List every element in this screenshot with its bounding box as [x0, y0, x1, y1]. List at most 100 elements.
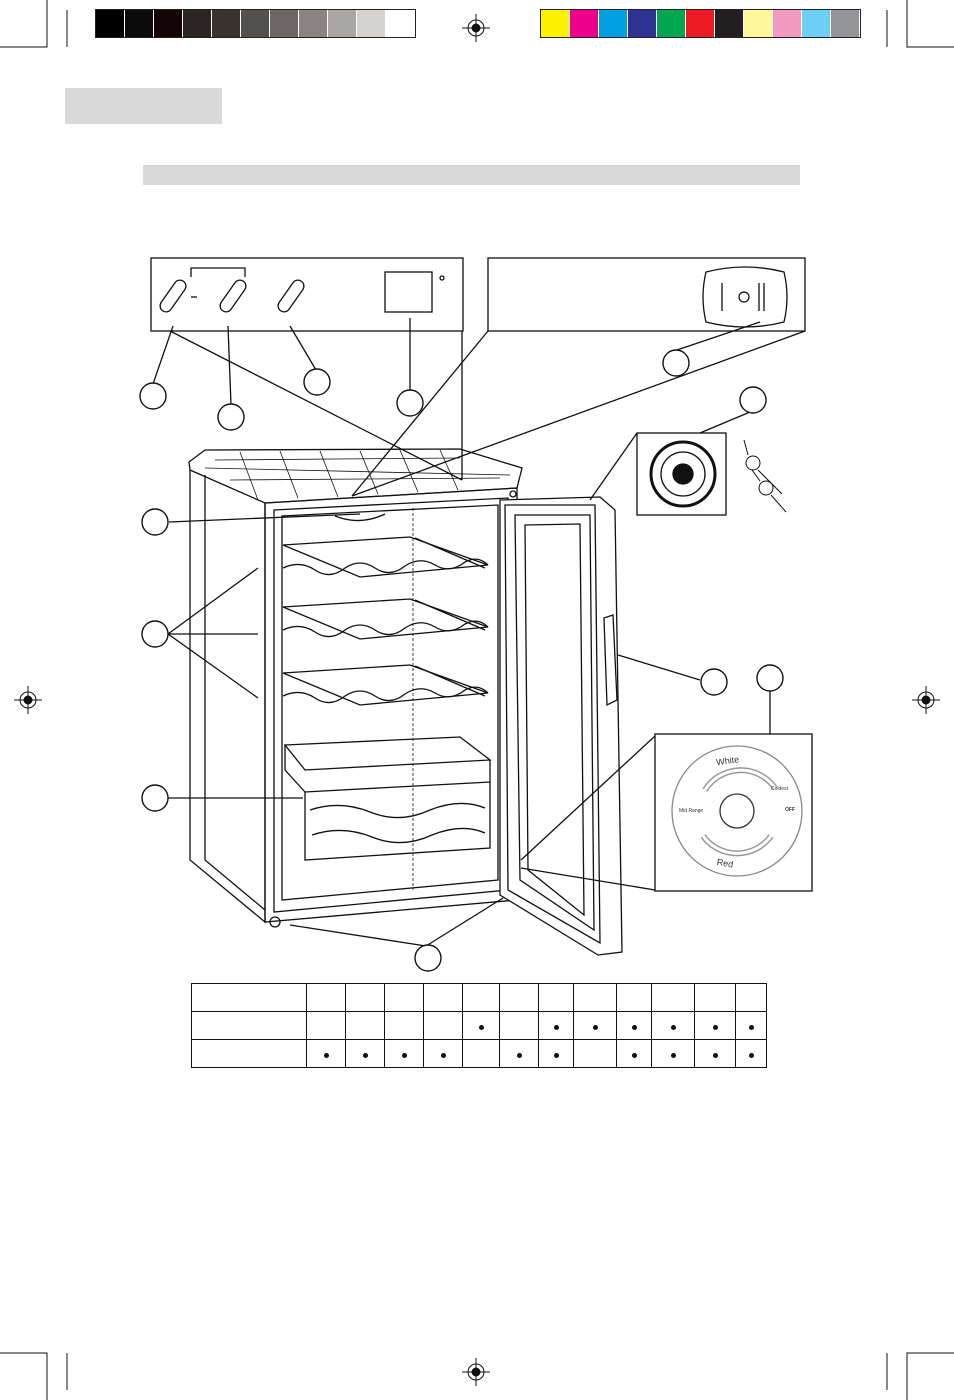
row-label-cell: [191, 1011, 307, 1040]
table-row: [191, 1011, 767, 1040]
color-swatch: [802, 10, 831, 37]
callout-leader-lines: [152, 318, 806, 947]
color-swatch: [541, 10, 570, 37]
callout-circle: [217, 403, 245, 431]
registration-mark-top: [462, 14, 490, 42]
table-cell: [462, 1039, 500, 1068]
feature-dot: [323, 1053, 329, 1058]
table-cell: [423, 1011, 463, 1040]
color-swatch: [183, 10, 212, 37]
color-swatch: [773, 10, 802, 37]
color-swatch: [386, 10, 415, 37]
feature-dot: [670, 1025, 676, 1030]
dial-label-off: OFF: [785, 807, 795, 813]
callout-circle: [700, 668, 728, 696]
callout-circle: [139, 382, 167, 410]
table-cell: [573, 1039, 617, 1068]
feature-dot: [712, 1025, 718, 1030]
control-panel-inset: [150, 257, 464, 332]
bottom-drawer: [283, 736, 492, 861]
color-swatch: [125, 10, 154, 37]
interior-light: [334, 513, 386, 522]
registration-mark-bottom: [462, 1358, 490, 1386]
color-swatch: [154, 10, 183, 37]
table-cell: [735, 983, 767, 1012]
table-cell: [384, 1011, 424, 1040]
table-cell: [616, 1039, 652, 1068]
color-swatch: [212, 10, 241, 37]
door-handle: [603, 614, 618, 707]
color-swatch: [715, 10, 744, 37]
feature-dot: [670, 1053, 676, 1058]
feature-dot: [748, 1053, 754, 1058]
model-feature-table: [191, 983, 767, 1068]
callout-circle: [303, 368, 331, 396]
color-swatch: [599, 10, 628, 37]
callout-circle: [662, 349, 690, 377]
table-cell: [499, 1011, 539, 1040]
color-swatch: [96, 10, 125, 37]
table-cell: [538, 1011, 574, 1040]
table-cell: [499, 983, 539, 1012]
table-cell: [384, 1039, 424, 1068]
callout-circle: [414, 944, 442, 972]
callout-circles: [139, 349, 784, 972]
color-swatch: [686, 10, 715, 37]
color-swatch: [744, 10, 773, 37]
rocker-switch-icon: [702, 266, 788, 328]
table-cell: [462, 983, 500, 1012]
color-swatch: [831, 10, 860, 37]
feature-dot: [631, 1053, 637, 1058]
table-cell: [306, 1011, 346, 1040]
row-label-cell: [191, 983, 307, 1012]
switch-panel-inset: [487, 257, 806, 332]
color-swatch: [328, 10, 357, 37]
color-swatch: [299, 10, 328, 37]
feature-dot: [401, 1053, 407, 1058]
callout-circle: [396, 389, 424, 417]
table-cell: [499, 1039, 539, 1068]
table-cell: [694, 983, 736, 1012]
dial-label-mid-range: Mid Range: [679, 808, 703, 814]
table-cell: [345, 1039, 385, 1068]
table-cell: [651, 1011, 695, 1040]
table-cell: [384, 983, 424, 1012]
key-icon: [743, 439, 787, 513]
callout-circle: [756, 664, 784, 692]
wine-rack-2: [282, 598, 489, 640]
table-row: [191, 983, 767, 1012]
table-cell: [345, 983, 385, 1012]
table-cell: [573, 983, 617, 1012]
cabinet-door: [499, 496, 623, 956]
feature-dot: [631, 1025, 637, 1030]
process-color-bar: [540, 9, 861, 38]
color-swatch: [357, 10, 386, 37]
callout-circle: [141, 508, 169, 536]
callout-circle: [739, 386, 767, 414]
registration-mark-left: [14, 686, 42, 714]
color-swatch: [241, 10, 270, 37]
table-cell: [694, 1039, 736, 1068]
grayscale-color-bar: [95, 9, 416, 38]
adjust-leg-icon: [159, 279, 305, 313]
color-swatch: [570, 10, 599, 37]
callout-circle: [141, 784, 169, 812]
table-cell: [423, 983, 463, 1012]
feature-dot: [748, 1025, 754, 1030]
callout-circle: [141, 620, 169, 648]
table-cell: [735, 1011, 767, 1040]
wine-cooler-cabinet: [188, 448, 623, 956]
table-cell: [616, 1011, 652, 1040]
row-label-cell: [191, 1039, 307, 1068]
dial-label-red: Red: [716, 857, 734, 870]
door-lock-inset: [636, 432, 787, 516]
dial-label-coldest: Coldest: [771, 786, 789, 792]
color-swatch: [657, 10, 686, 37]
table-cell: [573, 1011, 617, 1040]
feature-dot: [440, 1053, 446, 1058]
table-cell: [538, 983, 574, 1012]
feature-dot: [712, 1053, 718, 1058]
feature-dot: [553, 1053, 559, 1058]
